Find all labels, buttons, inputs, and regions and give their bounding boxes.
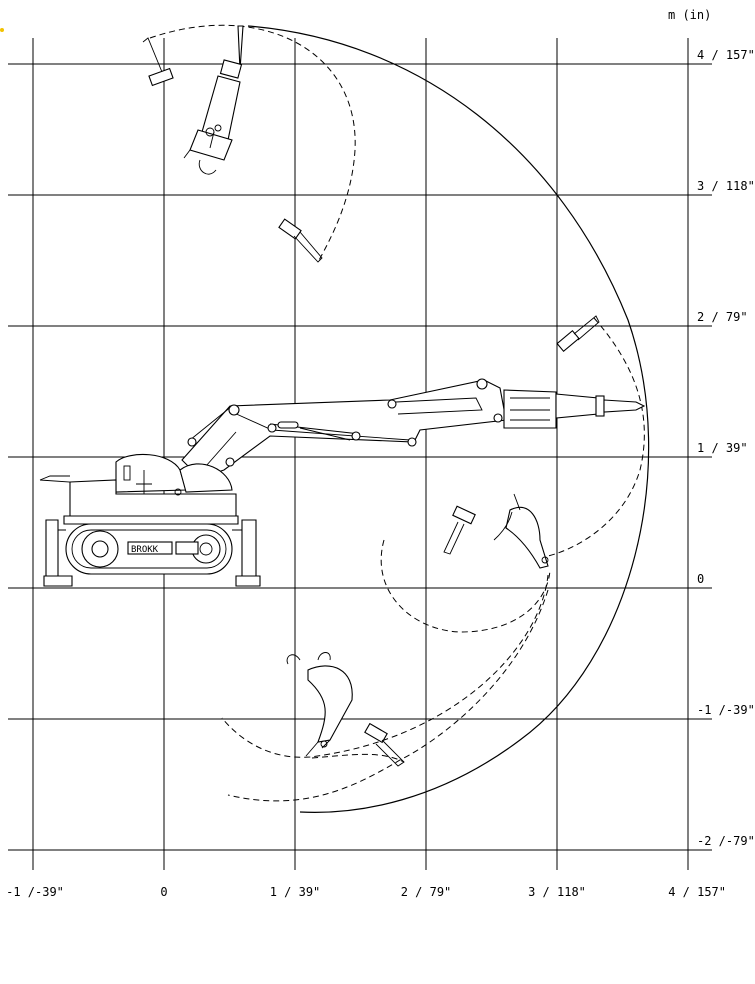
lower-dashed-arc [227, 589, 549, 802]
x-tick-label: -1 /-39" [6, 885, 64, 899]
grid-lines [8, 38, 712, 870]
left-outrigger [45, 519, 59, 577]
lower-hammer-icon [364, 722, 405, 767]
mid-dashed-arc [221, 574, 549, 758]
right-outrigger [241, 519, 257, 577]
brand-plate [127, 541, 173, 555]
upper-mid-hammer-icon [278, 218, 323, 263]
inner-dashed-arc [380, 539, 551, 633]
top-breaker-tool [183, 25, 244, 175]
machine-body: BROKK [39, 453, 261, 587]
arm-system [181, 378, 646, 479]
brand-plate-text: BROKK [131, 545, 159, 555]
upper-dashed-arc [149, 24, 356, 263]
mid-right-hammer-icon [443, 505, 476, 555]
tip-dashed-arc [311, 753, 405, 763]
y-tick-label: 0 [697, 572, 704, 586]
x-tick-label: 2 / 79" [401, 885, 452, 899]
y-tick-label: -2 /-79" [697, 834, 755, 848]
max-reach-envelope [247, 25, 650, 813]
y-tick-label: 1 / 39" [697, 441, 748, 455]
x-axis-ticks: -1 /-39" 0 1 / 39" 2 / 79" 3 / 118" 4 / 157" [6, 885, 726, 899]
x-tick-label: 0 [160, 885, 167, 899]
x-tick-label: 3 / 118" [528, 885, 586, 899]
right-hammer-icon [556, 315, 600, 353]
y-tick-label: -1 /-39" [697, 703, 755, 717]
tool-paths [149, 24, 645, 802]
top-left-hammer-icon [142, 37, 174, 87]
y-tick-label: 2 / 79" [697, 310, 748, 324]
corner-mark [0, 28, 4, 32]
right-bucket [493, 493, 549, 569]
lower-bucket [286, 652, 353, 757]
y-tick-label: 3 / 118" [697, 179, 755, 193]
y-tick-label: 4 / 157" [697, 48, 755, 62]
x-tick-label: 1 / 39" [270, 885, 321, 899]
units-label: m (in) [668, 8, 711, 22]
right-dashed-arc [547, 317, 645, 557]
y-axis-ticks: 4 / 157" 3 / 118" 2 / 79" 1 / 39" 0 -1 /-39" -… [697, 48, 755, 848]
x-tick-label: 4 / 157" [668, 885, 726, 899]
